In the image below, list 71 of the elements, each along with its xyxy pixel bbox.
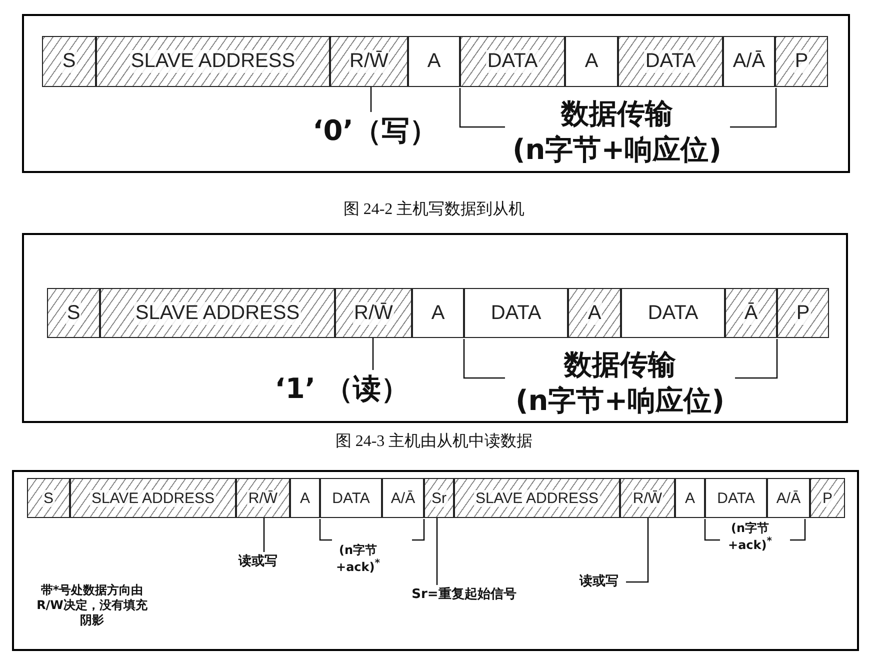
hatched-frame-field	[335, 288, 412, 338]
hatched-frame-field	[100, 288, 335, 338]
leader-line	[370, 87, 372, 112]
field-label: DATA	[486, 50, 539, 73]
field-label: DATA	[644, 50, 697, 73]
frame-field	[412, 288, 464, 338]
hatched-frame-field	[568, 288, 621, 338]
leader-line	[263, 518, 265, 552]
field-label: A/Ā	[390, 490, 416, 506]
hatched-frame-field	[454, 478, 620, 518]
frame-field	[565, 36, 618, 87]
field-label: R/W̄	[247, 490, 279, 506]
frame-field	[621, 288, 725, 338]
field-label: A/Ā	[775, 490, 802, 506]
hatched-frame-field	[725, 288, 777, 338]
leader-text: 读或写	[572, 572, 626, 592]
field-label: S	[66, 302, 82, 324]
hatched-frame-field	[424, 478, 454, 518]
figure-caption: 图 24-2 主机写数据到从机	[342, 200, 526, 220]
bracket-label: (n字节+响应位)	[514, 383, 726, 418]
hatched-frame-field	[236, 478, 290, 518]
field-label: P	[795, 302, 811, 324]
hatched-frame-field	[42, 36, 96, 87]
note-text: 带*号处数据方向由R/W决定，没有填充阴影	[36, 583, 148, 628]
field-label: SLAVE ADDRESS	[134, 302, 301, 324]
leader-text: ‘0’（写）	[300, 112, 450, 158]
field-label: Ā	[743, 302, 759, 324]
bracket-label: (n字节 +ack)$^{*}$	[727, 521, 773, 553]
leader-line	[372, 338, 374, 370]
hatched-frame-field	[777, 288, 829, 338]
field-label: R/W̄	[632, 490, 664, 506]
hatched-frame-field	[47, 288, 100, 338]
leader-text: 读或写	[232, 552, 284, 572]
frame-field	[464, 288, 568, 338]
bracket-label: (n字节+响应位)	[512, 132, 722, 167]
leader-text: Sr=重复起始信号	[388, 585, 540, 607]
bracket-label: (n字节 +ack)$^{*}$	[335, 543, 381, 575]
frame-field	[320, 478, 382, 518]
hatched-frame-field	[330, 36, 408, 87]
hatched-frame-field	[460, 36, 565, 87]
field-label: SLAVE ADDRESS	[474, 490, 600, 506]
frame-field	[705, 478, 767, 518]
frame-field	[675, 478, 705, 518]
leader-text: ‘1’ （读）	[262, 370, 422, 414]
bracket-label: 数据传输	[562, 347, 677, 382]
frame-field	[408, 36, 460, 87]
hatched-frame-field	[96, 36, 330, 87]
hatched-frame-field	[620, 478, 675, 518]
field-label: S	[42, 490, 54, 506]
figure-caption: 图 24-3 主机由从机中读数据	[334, 432, 534, 452]
hatched-frame-field	[70, 478, 236, 518]
field-label: P	[794, 50, 810, 73]
leader-line	[626, 518, 649, 583]
frame-field	[767, 478, 810, 518]
field-label: A	[586, 302, 602, 324]
field-label: R/W̄	[348, 50, 390, 73]
field-label: SLAVE ADDRESS	[90, 490, 216, 506]
hatched-frame-field	[775, 36, 828, 87]
field-label: S	[61, 50, 77, 73]
field-label: SLAVE ADDRESS	[130, 50, 296, 73]
field-label: Sr	[430, 490, 448, 506]
frame-field	[290, 478, 320, 518]
bracket-label: 数据传输	[560, 96, 674, 131]
hatched-frame-field	[810, 478, 845, 518]
frame-field	[723, 36, 775, 87]
frame-field	[382, 478, 424, 518]
field-label: P	[821, 490, 834, 506]
leader-line	[436, 518, 438, 585]
hatched-frame-field	[618, 36, 723, 87]
hatched-frame-field	[27, 478, 70, 518]
field-label: R/W̄	[353, 302, 394, 324]
